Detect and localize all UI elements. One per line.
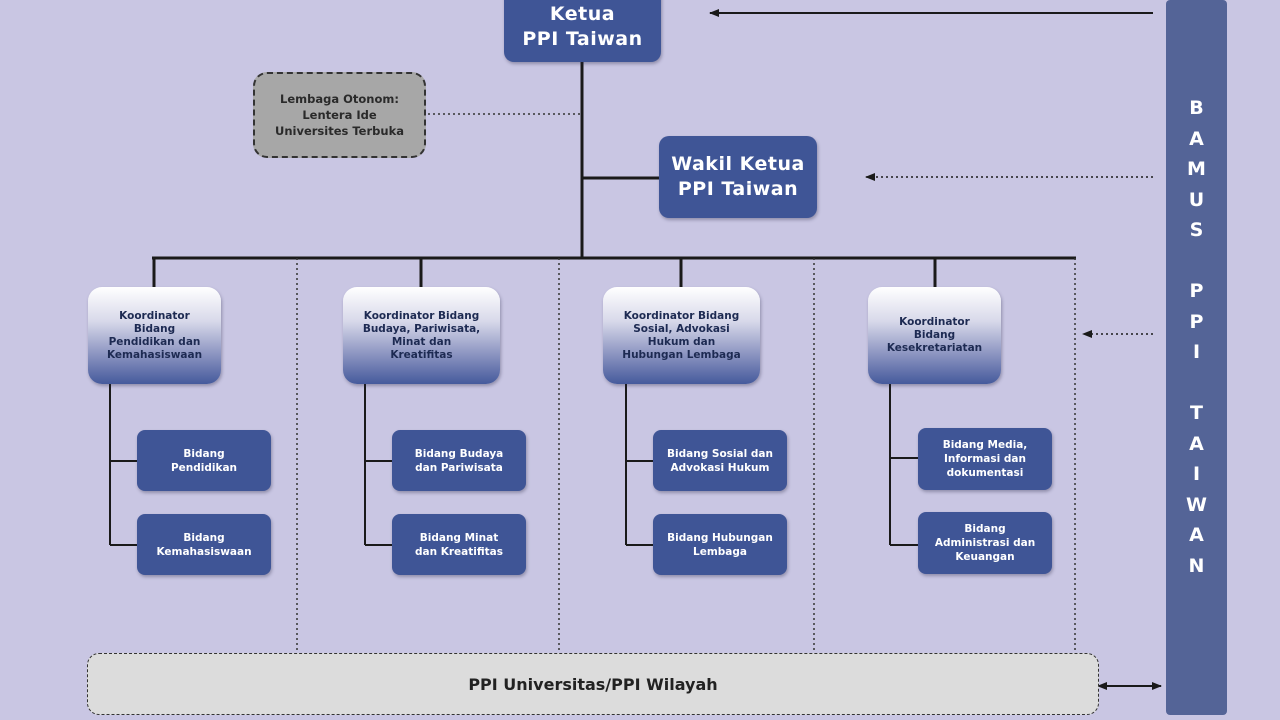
bidang-3a-line-2: Advokasi Hukum	[670, 461, 770, 474]
koordinator-3-line-4: Hubungan Lembaga	[622, 348, 741, 361]
wakil-line-2: PPI Taiwan	[677, 178, 799, 200]
bidang-2a-line-1: Bidang Budaya	[414, 447, 504, 460]
bamus-letter: S	[1189, 219, 1204, 241]
bamus-letter: P	[1189, 310, 1204, 333]
bidang-4b-line-3: Keuangan	[955, 551, 1015, 563]
bidang-pendidikan-box: Bidang Pendidikan	[137, 430, 271, 491]
koordinator-3-line-2: Sosial, Advokasi	[633, 322, 730, 335]
koordinator-kesekretariatan-box: Koordinator Bidang Kesekretariatan	[868, 287, 1001, 384]
koordinator-1-line-3: Pendidikan dan	[108, 335, 201, 348]
koordinator-pendidikan-box: Koordinator Bidang Pendidikan dan Kemaha…	[88, 287, 221, 384]
bidang-minat-box: Bidang Minat dan Kreatifitas	[392, 514, 526, 575]
koordinator-2-line-4: Kreatifitas	[390, 348, 453, 361]
koordinator-1-line-4: Kemahasiswaan	[106, 348, 203, 361]
ketua-box: Ketua PPI Taiwan	[504, 0, 661, 62]
bidang-4a-line-3: dokumentasi	[946, 467, 1024, 479]
bamus-letter: A	[1189, 432, 1204, 455]
koordinator-budaya-box: Koordinator Bidang Budaya, Pariwisata, M…	[343, 287, 500, 384]
bidang-kemahasiswaan-box: Bidang Kemahasiswaan	[137, 514, 271, 575]
bidang-budaya-box: Bidang Budaya dan Pariwisata	[392, 430, 526, 491]
otonom-line-3: Universites Terbuka	[275, 124, 404, 138]
bamus-letter: W	[1186, 493, 1207, 516]
wakil-line-1: Wakil Ketua	[671, 153, 805, 175]
bidang-3b-line-1: Bidang Hubungan	[667, 531, 773, 544]
otonom-line-2: Lentera Ide	[302, 108, 377, 122]
koordinator-4-line-2: Bidang	[913, 329, 956, 341]
bidang-2a-line-2: dan Pariwisata	[415, 461, 503, 474]
wakil-ketua-box: Wakil Ketua PPI Taiwan	[659, 136, 817, 218]
bidang-administrasi-box: Bidang Administrasi dan Keuangan	[918, 512, 1052, 574]
bamus-letter: A	[1189, 524, 1204, 546]
bamus-letter: B	[1189, 97, 1204, 119]
bidang-1b-line-1: Bidang	[183, 531, 225, 544]
bamus-column: B A M U S P P I T A I W A N	[1166, 0, 1227, 715]
bamus-letter: M	[1187, 158, 1206, 180]
bamus-letter: A	[1189, 127, 1204, 150]
bamus-letter: I	[1192, 463, 1201, 485]
koordinator-1-line-2: Bidang	[133, 322, 176, 335]
koordinator-2-line-2: Budaya, Pariwisata,	[362, 322, 481, 335]
ppi-universitas-box: PPI Universitas/PPI Wilayah	[87, 653, 1099, 715]
bamus-letter: I	[1192, 341, 1201, 363]
bidang-1a-line-1: Bidang	[183, 447, 225, 460]
bidang-3b-line-2: Lembaga	[693, 545, 747, 558]
ketua-line-1: Ketua	[549, 3, 616, 25]
bidang-3a-line-1: Bidang Sosial dan	[667, 447, 773, 460]
bamus-letter: P	[1189, 280, 1204, 302]
bidang-4b-line-2: Administrasi dan	[934, 537, 1036, 549]
bidang-hubungan-lembaga-box: Bidang Hubungan Lembaga	[653, 514, 787, 575]
bidang-media-box: Bidang Media, Informasi dan dokumentasi	[918, 428, 1052, 490]
koordinator-3-line-3: Hukum dan	[647, 335, 716, 348]
koordinator-2-line-1: Koordinator Bidang	[363, 309, 480, 322]
ppi-universitas-label: PPI Universitas/PPI Wilayah	[468, 674, 718, 694]
bidang-1b-line-2: Kemahasiswaan	[156, 545, 252, 558]
bidang-2b-line-1: Bidang Minat	[419, 531, 499, 544]
bidang-4a-line-2: Informasi dan	[944, 453, 1026, 465]
otonom-line-1: Lembaga Otonom:	[280, 92, 399, 106]
bidang-sosial-box: Bidang Sosial dan Advokasi Hukum	[653, 430, 787, 491]
bamus-letter: N	[1188, 554, 1205, 577]
bidang-4a-line-1: Bidang Media,	[942, 439, 1028, 451]
bamus-letter: U	[1188, 188, 1205, 211]
koordinator-4-line-1: Koordinator	[899, 316, 970, 328]
koordinator-sosial-box: Koordinator Bidang Sosial, Advokasi Huku…	[603, 287, 760, 384]
bidang-4b-line-1: Bidang	[964, 523, 1006, 535]
koordinator-3-line-1: Koordinator Bidang	[623, 309, 740, 322]
bidang-2b-line-2: dan Kreatifitas	[414, 545, 503, 558]
koordinator-1-line-1: Koordinator	[119, 309, 190, 322]
lembaga-otonom-box: Lembaga Otonom: Lentera Ide Universites …	[253, 72, 426, 158]
ketua-line-2: PPI Taiwan	[522, 28, 643, 50]
koordinator-4-line-3: Kesekretariatan	[886, 342, 983, 354]
koordinator-2-line-3: Minat dan	[391, 335, 452, 348]
bamus-letter: T	[1190, 402, 1203, 424]
bidang-1a-line-2: Pendidikan	[170, 461, 238, 474]
